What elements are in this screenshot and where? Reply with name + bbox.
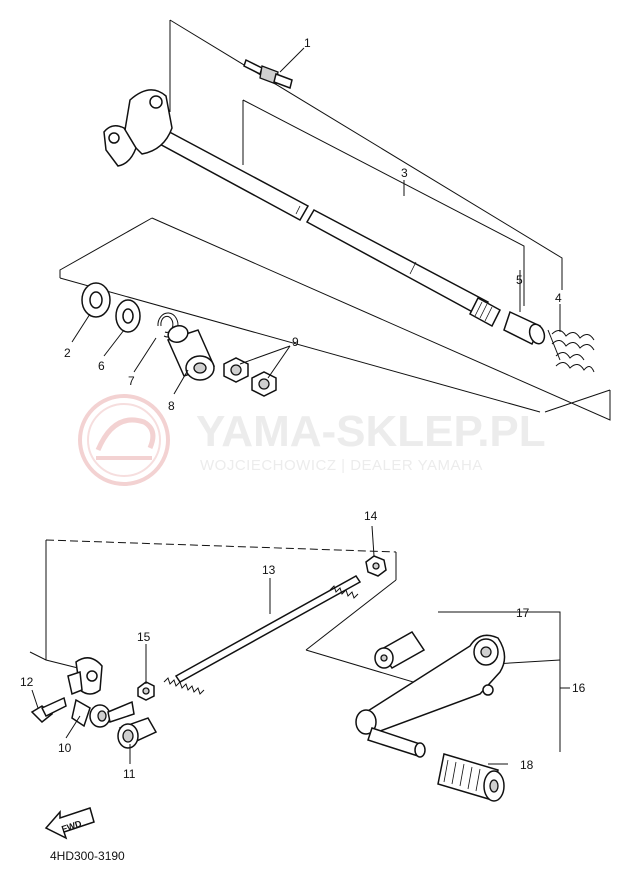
watermark: YAMA-SKLEP.PL WOJCIECHOWICZ | DEALER YAM… xyxy=(78,394,546,486)
part-16-shift-pedal xyxy=(355,634,506,758)
part-13-shift-rod xyxy=(163,575,362,695)
callout-6: 6 xyxy=(98,359,105,373)
part-5-collar xyxy=(503,310,546,346)
callout-8: 8 xyxy=(168,399,175,413)
callout-2: 2 xyxy=(64,346,71,360)
part-18-pedal-rubber xyxy=(437,753,505,802)
callout-14: 14 xyxy=(364,509,378,523)
part-10-rod-joint xyxy=(67,657,103,728)
leader-lines xyxy=(31,47,561,765)
part-1-bolt xyxy=(243,58,293,89)
callout-12: 12 xyxy=(20,675,34,689)
rod-end-parts xyxy=(89,700,135,728)
callout-13: 13 xyxy=(262,563,276,577)
callout-1: 1 xyxy=(304,36,311,50)
diagram-code: 4HD300-3190 xyxy=(50,849,125,863)
callout-4: 4 xyxy=(555,291,562,305)
part-17-pivot-bolt xyxy=(374,631,426,669)
callout-3: 3 xyxy=(401,166,408,180)
callout-17: 17 xyxy=(516,606,530,620)
callout-5: 5 xyxy=(516,273,523,287)
part-9-nuts xyxy=(223,357,277,397)
fwd-arrow-icon: FWD xyxy=(44,807,95,840)
part-12-bolt xyxy=(30,696,67,724)
part-2-oil-seal xyxy=(81,282,111,318)
callout-18: 18 xyxy=(520,758,534,772)
callout-9: 9 xyxy=(292,335,299,349)
part-11-ball-joint xyxy=(117,717,158,749)
watermark-title: YAMA-SKLEP.PL xyxy=(196,407,546,456)
watermark-logo xyxy=(78,394,170,486)
part-4-spring xyxy=(547,329,595,373)
callout-10: 10 xyxy=(58,741,72,755)
part-15-nut xyxy=(137,681,155,701)
shift-arm-plate xyxy=(103,89,173,167)
shift-linkage-assembly xyxy=(29,539,570,802)
shift-shaft-assembly xyxy=(59,19,611,421)
watermark-subtitle: WOJCIECHOWICZ | DEALER YAMAHA xyxy=(200,457,483,474)
callout-11: 11 xyxy=(123,767,136,781)
callout-15: 15 xyxy=(137,630,151,644)
callout-16: 16 xyxy=(572,681,586,695)
part-8-bushing xyxy=(166,325,216,381)
shift-shaft xyxy=(155,126,501,328)
callout-7: 7 xyxy=(128,374,135,388)
part-14-nut xyxy=(365,555,387,577)
callout-numbers: 1 2 3 4 5 6 7 8 9 10 11 12 13 14 15 16 1… xyxy=(20,36,586,781)
part-6-washer xyxy=(115,299,141,333)
